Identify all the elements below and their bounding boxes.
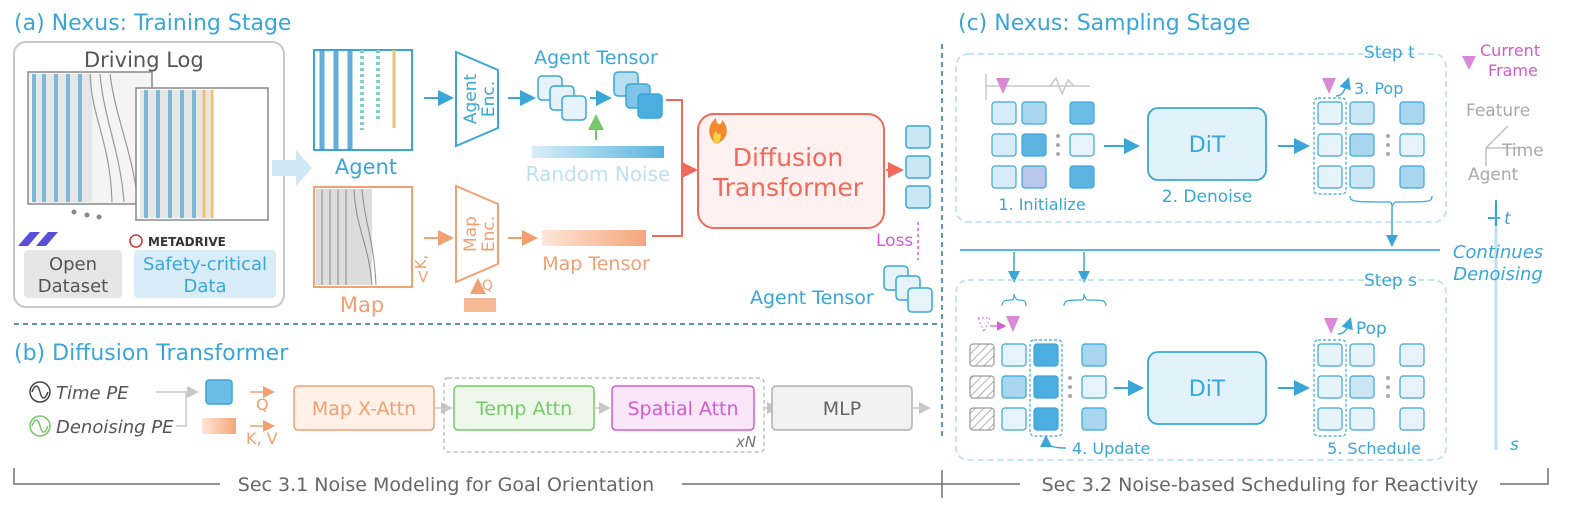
predicted-agent-tensor — [905, 125, 931, 209]
repeat-group — [443, 377, 765, 453]
log-to-encoder-arrow — [272, 150, 312, 186]
initialize-label: 1. Initialize — [998, 195, 1085, 214]
agent-token — [205, 379, 233, 405]
open-dataset-line2: Dataset — [38, 276, 109, 297]
footer-left-label: Sec 3.1 Noise Modeling for Goal Orientat… — [238, 474, 654, 496]
open-dataset-line1: Open — [49, 254, 97, 275]
dit-block-s — [1147, 351, 1267, 425]
denoising-pe-icon — [29, 415, 51, 437]
s-mark-label: s — [1510, 435, 1519, 455]
denoise-label: 2. Denoise — [1162, 187, 1252, 207]
map-xattn-label: Map X-Attn — [312, 398, 416, 420]
axis-agent-label: Agent — [1468, 165, 1519, 185]
step-t-label: Step t — [1364, 43, 1415, 63]
time-pe-label: Time PE — [56, 383, 129, 404]
section-b-title: (b) Diffusion Transformer — [14, 341, 289, 366]
kv-v-label: V — [418, 268, 429, 286]
current-frame-line2: Frame — [1488, 61, 1538, 80]
map-token — [202, 418, 236, 434]
map-tensor-bar — [542, 230, 646, 246]
pop2-label: Pop — [1356, 319, 1387, 339]
waymo-logo — [18, 232, 58, 246]
metadrive-label: METADRIVE — [148, 235, 226, 249]
step-t-frame — [955, 53, 1447, 223]
continues-line1: Continues — [1453, 242, 1543, 263]
section-c-title: (c) Nexus: Sampling Stage — [958, 11, 1250, 36]
dit-block-t — [1147, 107, 1267, 181]
diffusion-transformer-box — [697, 113, 885, 229]
current-frame-marker-pop — [1322, 78, 1336, 94]
map-tensor-label: Map Tensor — [542, 253, 650, 275]
driving-log-title: Driving Log — [84, 48, 204, 72]
footer-right-label: Sec 3.2 Noise-based Scheduling for React… — [1042, 474, 1479, 496]
init-grid — [991, 101, 1095, 189]
dit-label-t: DiT — [1189, 133, 1226, 158]
kv-k-label: K, — [412, 255, 430, 270]
current-frame-marker-pop2 — [1324, 318, 1338, 334]
current-frame-legend-icon — [1462, 56, 1476, 70]
map-encoder-line2: Enc. — [479, 216, 499, 252]
axis-feature-label: Feature — [1466, 101, 1530, 121]
random-noise-bar — [532, 146, 664, 158]
denoising-pe-label: Denoising PE — [56, 417, 174, 438]
t-mark-label: t — [1504, 209, 1512, 229]
loss-label: Loss — [876, 231, 913, 251]
fire-icon — [709, 118, 727, 144]
map-encoder — [455, 184, 499, 284]
safety-critical-line1: Safety-critical — [143, 254, 267, 275]
q-label: Q — [482, 278, 493, 294]
schedule-grid — [1317, 343, 1425, 431]
safety-critical-line2: Data — [184, 276, 227, 297]
spatial-attn-block — [611, 385, 755, 431]
q-input-label: Q — [256, 395, 269, 414]
step-s-frame — [955, 279, 1447, 461]
dit-label-s: DiT — [1189, 377, 1226, 402]
schedule-label: 5. Schedule — [1327, 439, 1421, 458]
current-frame-marker-t — [996, 78, 1010, 94]
previous-frame-marker — [977, 317, 991, 334]
agent-tensor-label: Agent Tensor — [534, 47, 658, 69]
agent-label: Agent — [335, 155, 397, 179]
footer-bracket — [13, 468, 1549, 498]
driving-scene-left — [27, 71, 153, 205]
kv-input-label: K, V — [246, 429, 278, 448]
agent-encoder — [455, 50, 499, 148]
q-token — [464, 298, 496, 312]
agent-tensor-clean — [537, 75, 587, 121]
axis-legend — [1485, 125, 1520, 166]
pop-label: 3. Pop — [1354, 79, 1403, 98]
open-dataset-box — [24, 250, 122, 298]
current-frame-marker-s — [1006, 316, 1020, 332]
dt-line2: Transformer — [712, 173, 864, 202]
spatial-attn-label: Spatial Attn — [627, 398, 738, 420]
repeat-count-label: xN — [735, 433, 756, 451]
denoised-grid — [1317, 101, 1425, 189]
agent-scene — [313, 49, 413, 151]
step-s-label: Step s — [1364, 271, 1417, 291]
map-encoder-line1: Map — [461, 216, 481, 252]
driving-scene-right — [135, 87, 269, 221]
map-scene — [313, 186, 413, 288]
agent-tensor-out-label: Agent Tensor — [750, 287, 874, 309]
safety-critical-box — [134, 250, 276, 298]
dt-line1: Diffusion — [733, 143, 843, 172]
agent-tensor-noised — [613, 71, 663, 119]
update-label: 4. Update — [1072, 439, 1150, 458]
update-grid — [969, 339, 1107, 437]
metadrive-logo — [122, 232, 218, 250]
agent-encoder-line2: Enc. — [479, 81, 499, 117]
time-pe-icon — [29, 381, 51, 403]
temp-attn-label: Temp Attn — [475, 398, 572, 420]
target-agent-tensor — [883, 265, 933, 313]
agent-encoder-line1: Agent — [461, 74, 481, 125]
current-frame-line1: Current — [1480, 41, 1540, 60]
axis-time-label: Time — [1501, 141, 1544, 161]
mlp-label: MLP — [823, 398, 861, 420]
section-a-title: (a) Nexus: Training Stage — [14, 11, 291, 36]
random-noise-label: Random Noise — [526, 162, 671, 186]
map-label: Map — [340, 293, 384, 317]
continues-line2: Denoising — [1453, 264, 1543, 285]
